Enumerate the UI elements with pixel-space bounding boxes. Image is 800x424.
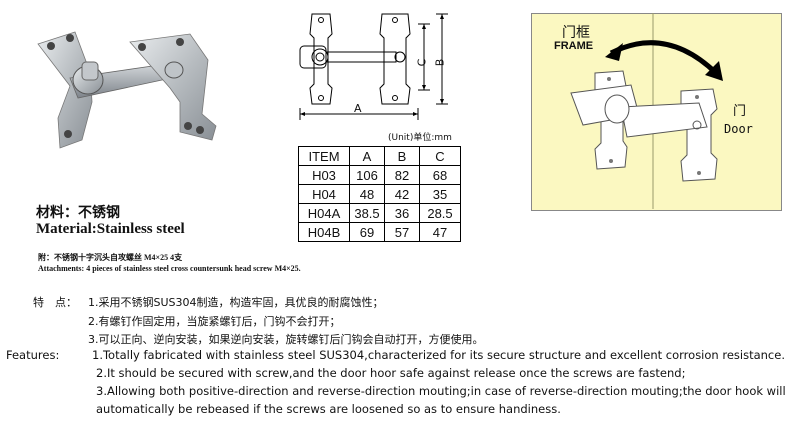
feature-cn-3: 3.可以正向、逆向安装，如果逆向安装，旋转螺钉后门钩会自动打开，方便使用。 — [88, 333, 484, 346]
table-header: ITEM — [298, 146, 350, 166]
table-header: A — [349, 146, 385, 166]
table-row: H04A 38.5 36 28.5 — [298, 203, 461, 223]
table-cell: 106 — [349, 165, 385, 185]
table-cell: 47 — [419, 222, 461, 242]
table-cell: 36 — [384, 203, 420, 223]
table-cell: H04 — [298, 184, 350, 204]
table-cell: H04A — [298, 203, 350, 223]
table-row: H04B 69 57 47 — [298, 222, 461, 242]
frame-label-en: FRAME — [554, 40, 594, 52]
feature-cn-2: 2.有螺钉作固定用，当旋紧螺钉后，门钩不会打开； — [88, 315, 341, 328]
table-header: C — [419, 146, 461, 166]
feature-en-3: 3.Allowing both positive-direction and r… — [96, 384, 786, 398]
attachments-cn: 附：不锈钢十字沉头自攻螺丝 M4×25 4支 — [38, 253, 183, 262]
unit-label: (Unit)单位:mm — [388, 133, 452, 143]
table-cell: 38.5 — [349, 203, 385, 223]
feature-cn-1: 1.采用不锈钢SUS304制造，构造牢固，具优良的耐腐蚀性； — [88, 296, 384, 309]
attachments-en: Attachments: 4 pieces of stainless steel… — [38, 264, 301, 273]
table-cell: 57 — [384, 222, 420, 242]
feature-en-2: 2.It should be secured with screw,and th… — [96, 366, 686, 380]
install-diagram — [570, 13, 723, 209]
table-cell: 69 — [349, 222, 385, 242]
material-label-en: Material:Stainless steel — [36, 221, 185, 237]
material-label-cn: 材料：不锈钢 — [36, 205, 120, 221]
technical-drawing — [299, 13, 448, 120]
product-photo — [37, 31, 217, 149]
features-label-en: Features: — [6, 348, 60, 362]
table-cell: 82 — [384, 165, 420, 185]
feature-en-1: 1.Totally fabricated with stainless stee… — [92, 348, 785, 362]
frame-label-cn: 门框 — [562, 25, 590, 41]
dimension-a-label: A — [354, 102, 362, 115]
table-row: H03 106 82 68 — [298, 165, 461, 185]
dimension-b-label: B — [433, 58, 447, 67]
table-cell: 68 — [419, 165, 461, 185]
table-cell: 42 — [384, 184, 420, 204]
table-cell: H04B — [298, 222, 350, 242]
table-cell: 35 — [419, 184, 461, 204]
table-cell: 28.5 — [419, 203, 461, 223]
table-header-row: ITEM A B C — [298, 146, 461, 166]
features-label-cn: 特 点： — [33, 296, 77, 309]
dimension-c-label: C — [415, 58, 429, 67]
table-cell: H03 — [298, 165, 350, 185]
spec-table: ITEM A B C H03 106 82 68 H04 48 42 35 H0… — [298, 146, 461, 242]
feature-en-3-continued: automatically be rebeased if the screws … — [96, 402, 561, 416]
door-label-en: Door — [724, 122, 753, 136]
door-label-cn: 门 — [733, 104, 747, 119]
table-cell: 48 — [349, 184, 385, 204]
table-header: B — [384, 146, 420, 166]
table-row: H04 48 42 35 — [298, 184, 461, 204]
